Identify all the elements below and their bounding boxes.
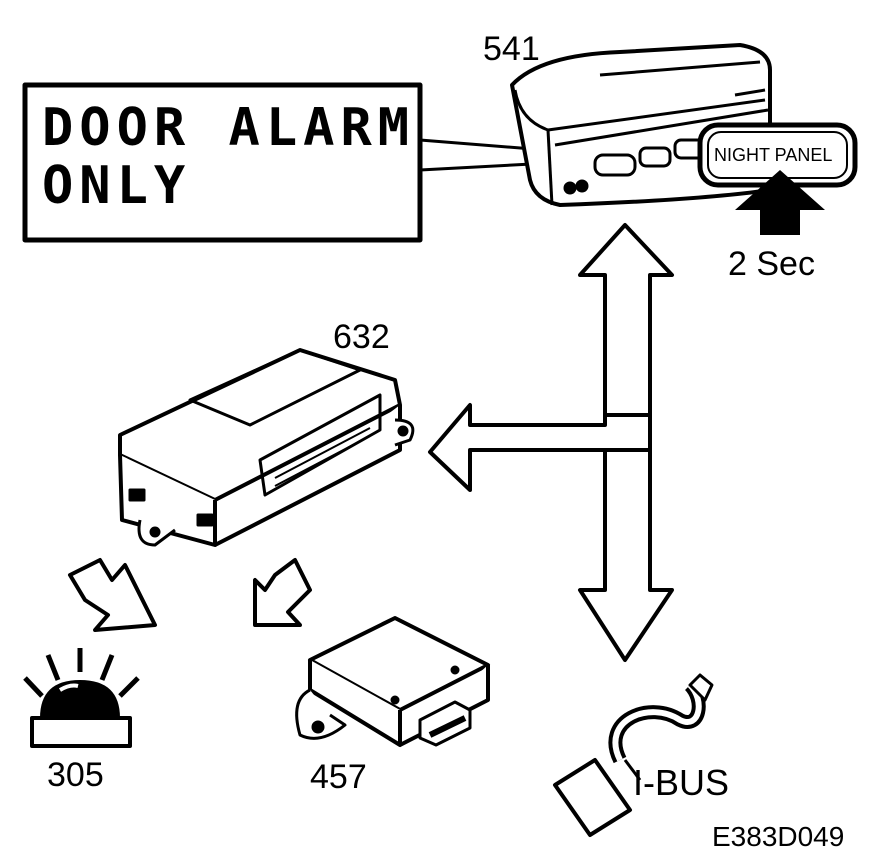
siren-unit-457: [295, 616, 490, 747]
arrow-to-warning-light: [68, 558, 157, 632]
night-panel-label: NIGHT PANEL: [714, 145, 833, 165]
label-hold-time: 2 Sec: [728, 245, 815, 283]
label-541: 541: [483, 30, 540, 68]
ibus-connector: [553, 673, 714, 837]
alarm-module-632: [118, 348, 415, 547]
label-632: 632: [333, 318, 390, 356]
night-panel-button-graphic: [697, 122, 858, 188]
warning-light-305: [23, 648, 140, 748]
arrow-to-siren: [253, 558, 312, 627]
label-ibus: I-BUS: [633, 762, 730, 803]
lcd-line-1: DOOR ALARM: [42, 98, 416, 158]
bus-to-module-arrow: [428, 403, 652, 492]
lcd-callout-box: [22, 82, 423, 243]
push-up-arrow: [735, 170, 825, 235]
label-457: 457: [310, 758, 367, 796]
lcd-line-2: ONLY: [42, 156, 192, 216]
label-305: 305: [47, 756, 104, 794]
figure-code: E383D049: [712, 821, 845, 852]
